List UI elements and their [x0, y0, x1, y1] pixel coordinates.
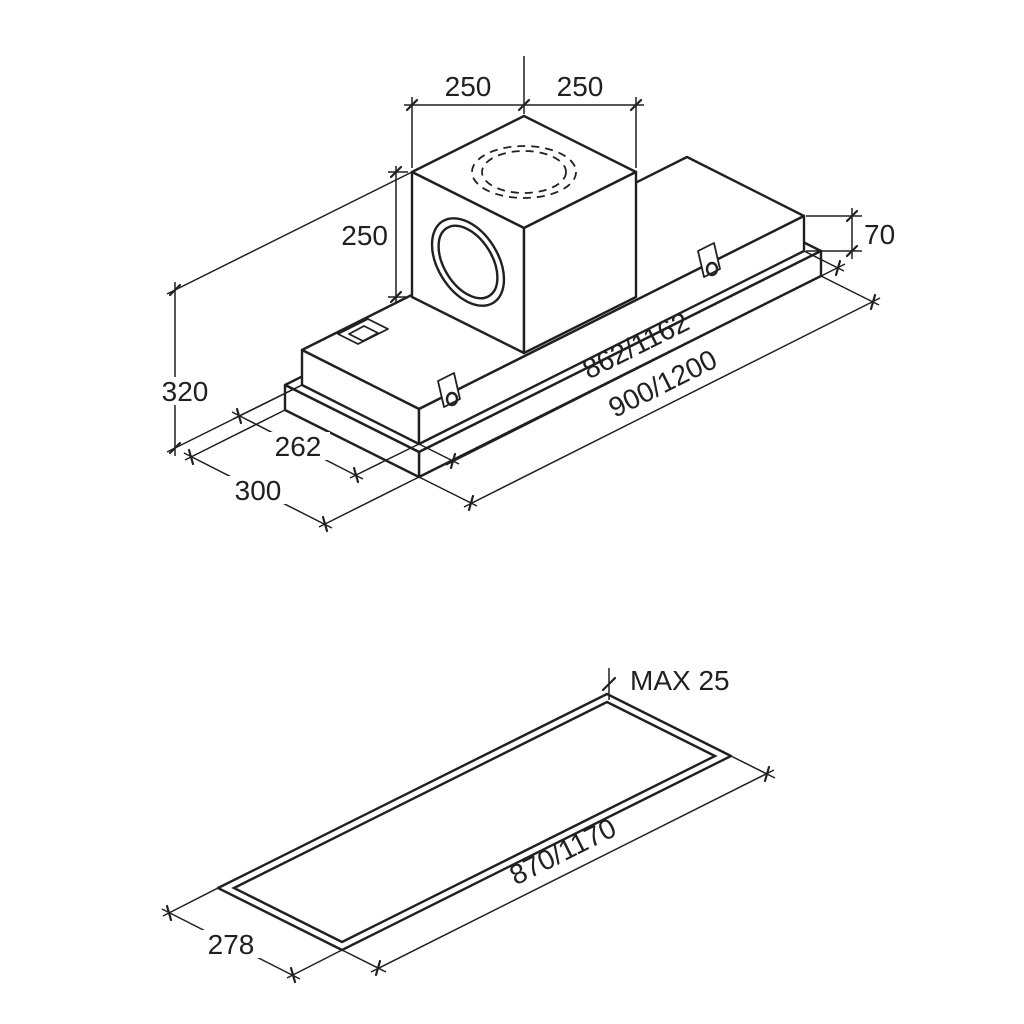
tick [321, 515, 329, 533]
tick [235, 407, 243, 425]
duct-hole-front [430, 217, 506, 307]
extension-line [286, 949, 343, 979]
dim-label-background [199, 930, 263, 958]
duct-hole-inner-ring [437, 224, 499, 300]
tick [845, 244, 859, 258]
tick [629, 98, 643, 112]
tick [374, 959, 382, 977]
clip-spring-loop [705, 261, 719, 277]
duct-outlet-inner-circle [481, 150, 567, 194]
tick [449, 452, 457, 470]
extension-line [232, 384, 303, 420]
dimension-line [463, 297, 881, 508]
dim-label-chassis-height: 70 [864, 219, 895, 250]
dim-box-height: 250 [341, 165, 408, 304]
tick [389, 165, 403, 179]
tick [601, 676, 617, 692]
mounting-clip-right [697, 242, 721, 278]
dimension-line [370, 769, 775, 973]
tick [187, 448, 195, 466]
extension-line [349, 443, 420, 479]
motor-box [410, 114, 638, 355]
dim-label-background [226, 476, 290, 504]
clip-body [697, 242, 721, 278]
tick [467, 494, 475, 512]
dimension-line [445, 263, 846, 466]
mounting-clip-back-left [337, 318, 389, 345]
extension-line [166, 171, 413, 295]
dim-label-duct-right: 250 [557, 71, 604, 102]
dim-label-total-height: 320 [162, 376, 209, 407]
dim-label-chassis-depth: 262 [275, 431, 322, 462]
cutout-outer-edge [216, 692, 733, 952]
cutout-inner-edge [231, 700, 718, 944]
dim-label-max-thickness: MAX 25 [630, 665, 730, 696]
dim-chassis-depth: 262 [231, 384, 420, 484]
dim-label-background [266, 432, 330, 460]
dim-panel-depth: 300 [183, 409, 420, 533]
dim-cutout-depth: 278 [161, 887, 343, 984]
extension-line [418, 476, 478, 507]
clip-slot [348, 325, 379, 342]
clip-spring-loop [445, 391, 459, 407]
max-thickness-indicator: MAX 25 [601, 665, 730, 700]
extension-line [162, 887, 219, 917]
dim-total-height: 320 [153, 171, 413, 456]
dim-duct-position: 250 250 [404, 56, 644, 168]
dim-label-box-height: 250 [341, 220, 388, 251]
duct-hole-outer-ring [430, 217, 506, 307]
tick [845, 209, 859, 223]
tick [869, 293, 877, 311]
isometric-hood-view: 250 250 250 320 [153, 56, 895, 533]
cutout-outline [216, 692, 733, 952]
duct-outlet-outer-circle [471, 145, 577, 199]
motor-box-front-right-face [522, 170, 638, 355]
dim-label-duct-left: 250 [445, 71, 492, 102]
tick [168, 441, 182, 455]
tick [165, 904, 173, 922]
mounting-clip-front [437, 372, 461, 408]
tick [168, 283, 182, 297]
extension-line [820, 275, 880, 306]
tick [289, 966, 297, 984]
dim-label-panel-depth: 300 [235, 475, 282, 506]
extension-line [318, 476, 420, 528]
duct-outlet-top-dashed [471, 145, 577, 199]
dim-label-background [153, 377, 217, 405]
extension-line [184, 409, 286, 461]
tick [517, 98, 531, 112]
tick [763, 765, 771, 783]
dim-chassis-height: 70 [806, 208, 895, 259]
ceiling-cutout-view: MAX 25 870/1170 278 [161, 665, 776, 984]
tick [834, 259, 842, 277]
tick [405, 98, 419, 112]
tick [352, 466, 360, 484]
clip-body [437, 372, 461, 408]
tick [389, 290, 403, 304]
dim-label-cutout-depth: 278 [208, 929, 255, 960]
